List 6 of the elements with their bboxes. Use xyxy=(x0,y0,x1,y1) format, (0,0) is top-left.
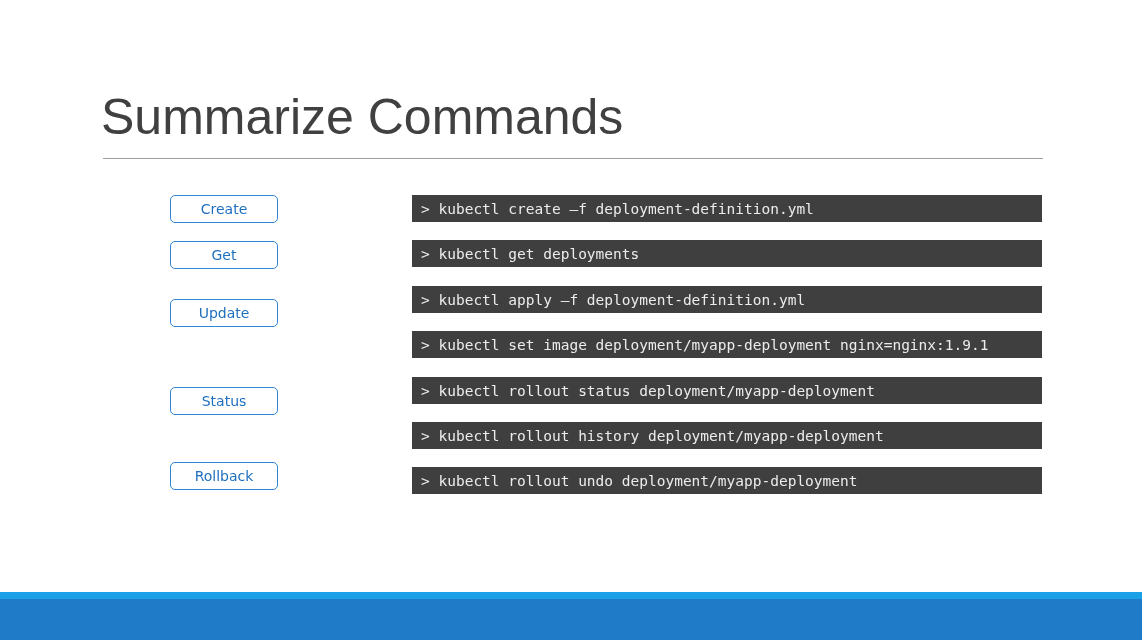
action-label-box: Status xyxy=(170,387,278,415)
action-label-box: Rollback xyxy=(170,462,278,490)
slide-title: Summarize Commands xyxy=(101,88,624,146)
action-label-box: Get xyxy=(170,241,278,269)
action-label-box: Update xyxy=(170,299,278,327)
action-label-box: Create xyxy=(170,195,278,223)
